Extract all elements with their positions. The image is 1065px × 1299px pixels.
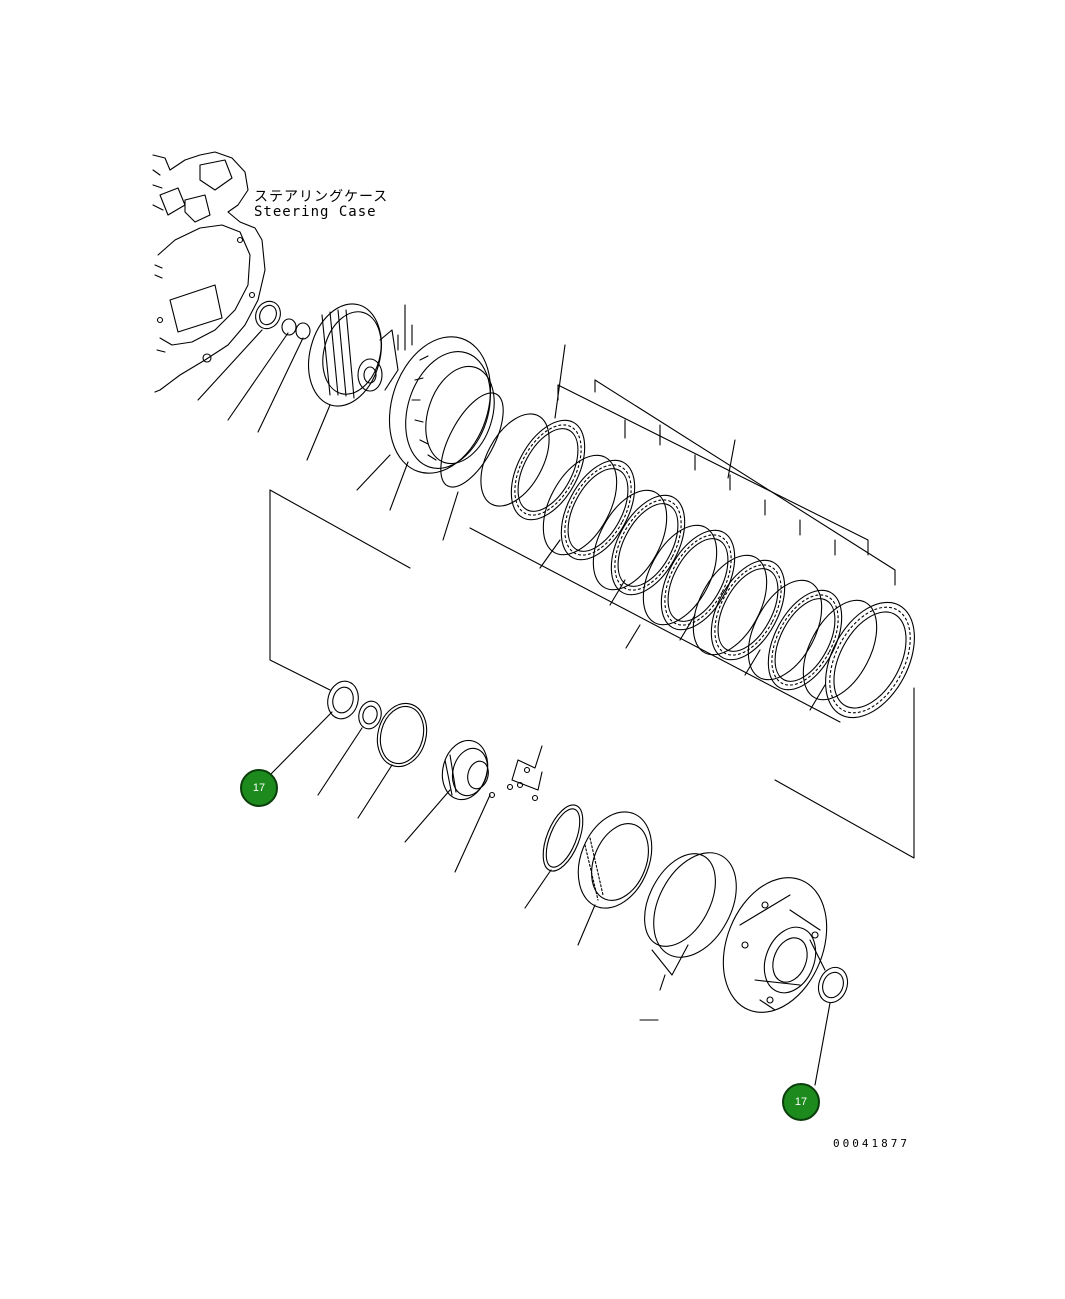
steering-case-label-en: Steering Case xyxy=(254,204,377,220)
snap-ring-drawing xyxy=(440,392,504,488)
drawing-number: 00041877 xyxy=(833,1137,910,1150)
clutch-hub-drawing xyxy=(388,336,495,474)
steering-case-label-jp: ステアリングケース xyxy=(254,189,389,205)
hub-drum-drawing xyxy=(308,303,399,407)
disc-stack-drawing xyxy=(480,413,915,719)
steering-case-drawing xyxy=(152,151,266,393)
rear-cover-drawing xyxy=(722,877,849,1086)
piston-drawing xyxy=(404,739,543,873)
disc-bracket-lines xyxy=(554,344,896,586)
lower-seal-drawing xyxy=(269,680,428,819)
leader-lines xyxy=(197,304,915,859)
plate-drawing xyxy=(639,852,737,1021)
disc-lower-bracket xyxy=(469,527,841,723)
callout-badge-17[interactable]: 17 xyxy=(782,1083,820,1121)
callout-badge-17[interactable]: 17 xyxy=(240,769,278,807)
bearing-drawing xyxy=(524,804,653,946)
